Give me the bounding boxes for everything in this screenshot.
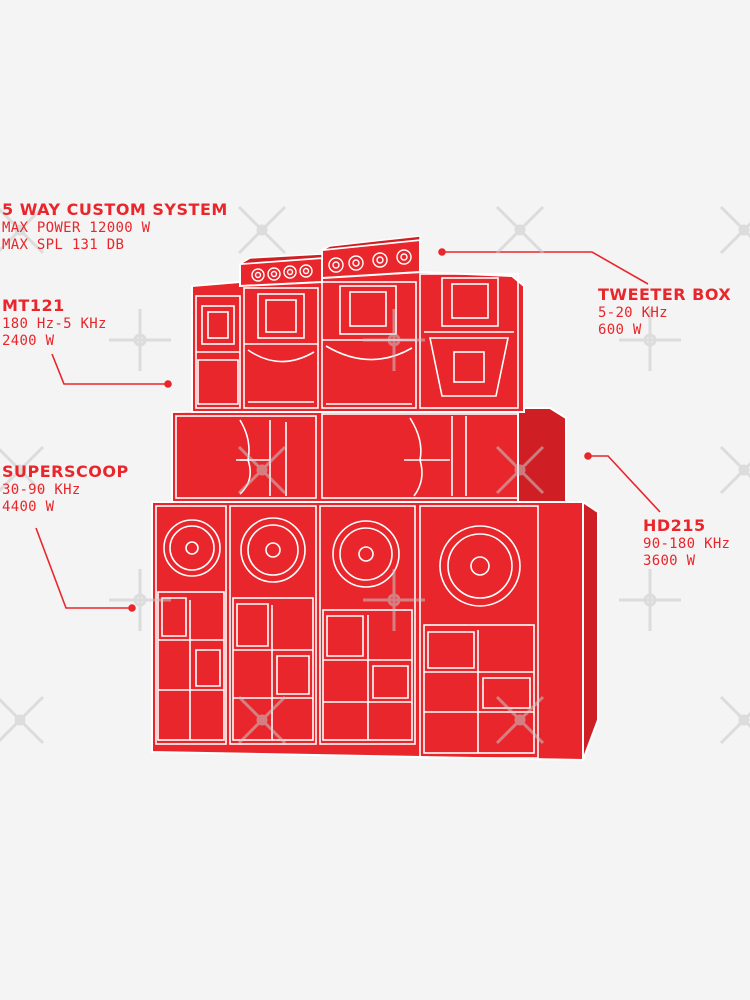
system-title: 5 WAY CUSTOM SYSTEM — [2, 200, 228, 219]
leader-lines — [35, 248, 661, 612]
watermark-cross-icon — [363, 309, 425, 371]
hd215-cabinets — [151, 500, 599, 762]
mt121-power: 2400 W — [2, 333, 55, 349]
hd215-title: HD215 — [643, 516, 706, 535]
superscoop-title: SUPERSCOOP — [2, 462, 129, 481]
watermark-cross-icon — [495, 205, 545, 255]
watermark-cross-icon — [495, 695, 545, 745]
tweeter-box-frequency: 5-20 KHz — [598, 305, 668, 321]
mt121-label: MT121 180 Hz-5 KHz 2400 W — [2, 296, 107, 349]
system-power: MAX POWER 12000 W — [2, 220, 151, 236]
hd215-label: HD215 90-180 KHz 3600 W — [643, 516, 731, 569]
watermark-cross-icon — [0, 205, 45, 255]
mt121-frequency: 180 Hz-5 KHz — [2, 316, 107, 332]
watermark-cross-icon — [237, 695, 287, 745]
watermark-cross-icon — [495, 445, 545, 495]
hd215-cabinet-1 — [155, 505, 227, 745]
watermark-cross-icon — [619, 309, 681, 371]
mt121-cabinet-1 — [195, 295, 241, 409]
watermark-cross-icon — [0, 695, 45, 745]
watermark-cross-icon — [237, 205, 287, 255]
hd215-cabinet-4 — [419, 505, 539, 759]
watermark-cross-icon — [719, 695, 750, 745]
hd215-frequency: 90-180 KHz — [643, 536, 731, 552]
system-label: 5 WAY CUSTOM SYSTEM MAX POWER 12000 W MA… — [2, 200, 228, 253]
watermark-cross-icon — [719, 205, 750, 255]
superscoop-cabinet-2 — [321, 413, 519, 499]
hd215-power: 3600 W — [643, 553, 696, 569]
watermark-cross-icon — [109, 309, 171, 371]
hd215-cabinet-2 — [229, 505, 317, 745]
mt121-cabinet-2 — [243, 287, 319, 409]
tweeter-box-title: TWEETER BOX — [598, 285, 732, 304]
system-spl: MAX SPL 131 DB — [2, 237, 125, 253]
tweeter-box-label: TWEETER BOX 5-20 KHz 600 W — [598, 285, 732, 338]
hd215-cabinet-3 — [319, 505, 416, 745]
watermark-cross-icon — [619, 569, 681, 631]
superscoop-power: 4400 W — [2, 499, 55, 515]
mt121-title: MT121 — [2, 296, 65, 315]
tweeter-boxes — [239, 235, 421, 288]
watermark-cross-icon — [363, 569, 425, 631]
mt121-cabinets — [191, 270, 525, 413]
watermark-cross-icon — [237, 445, 287, 495]
watermark-cross-icon — [109, 569, 171, 631]
superscoop-frequency: 30-90 KHz — [2, 482, 81, 498]
superscoop-label: SUPERSCOOP 30-90 KHz 4400 W — [2, 462, 129, 515]
tweeter-box-power: 600 W — [598, 322, 642, 338]
watermark-cross-icon — [0, 445, 45, 495]
watermark-cross-icon — [719, 445, 750, 495]
